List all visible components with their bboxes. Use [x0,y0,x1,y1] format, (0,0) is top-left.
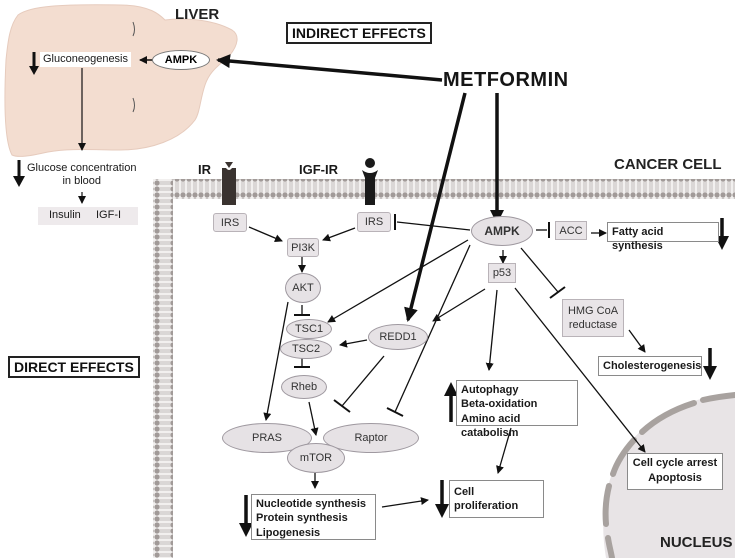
nucleotide-synthesis-label: Nucleotide synthesis [256,498,367,510]
igf-label: IGF-I [96,209,122,221]
cell-membrane-top [162,179,735,199]
protein-synthesis-label: Protein synthesis [256,512,348,525]
cell-cycle-arrest-box: Cell cycle arrest Apoptosis [627,453,723,490]
glucose-concentration-label: Glucose concentration in blood [27,162,136,187]
liver-fissure [132,97,135,113]
synthesis-box: Nucleotide synthesis Protein synthesis L… [251,494,376,540]
gluconeogenesis-label: Gluconeogenesis [40,52,132,67]
redd1-inhibits-raptor-line [341,355,385,407]
pi3k-label: PI3K [291,241,315,254]
redd1-to-tsc2-arrow [339,339,368,348]
ampk-to-tsc1-arrow [327,239,469,323]
p53-to-autophagy-arrow [485,289,498,371]
tsc1-label: TSC1 [294,323,324,335]
inhibition-bar [386,407,404,417]
akt-label: AKT [292,282,314,294]
fatty-acid-synthesis-box: Fatty acid synthesis [607,222,719,252]
tsc1-node: TSC1 [286,319,332,339]
hmg-line2: reductase [568,319,618,331]
ampk-inhibits-irs-line [396,221,471,231]
cell-cycle-arrest-label: Cell cycle arrest [632,457,718,469]
mtor-label: mTOR [299,452,333,464]
ampk-inhibits-raptor-line [394,244,471,413]
ir-label: IR [198,162,211,177]
synthesis-to-proliferation-arrow [381,497,429,508]
p53-to-cell-cycle-arrow [514,287,646,453]
down-arrow-icon [435,480,449,518]
irs-right-label: IRS [364,216,384,228]
down-arrow-icon [13,160,25,187]
irs-to-pi3k-arrow [248,226,283,242]
beta-oxidation-label: Beta-oxidation [461,398,538,411]
irs-right-node: IRS [357,212,391,232]
acc-label: ACC [559,224,583,237]
rheb-node: Rheb [281,375,327,399]
liver-shape [4,4,238,157]
liver-ampk-node: AMPK [152,50,210,70]
down-arrow-icon [29,52,39,75]
igf-ir-receptor-icon [362,158,378,205]
irs-left-label: IRS [220,216,240,229]
cancer-cell-label: CANCER CELL [614,156,722,173]
cell-proliferation-box: Cell proliferation [449,480,544,518]
liver-fissure [132,21,135,37]
hmg-to-cholesterogenesis-arrow [628,329,646,353]
ampk-inhibits-hmg-line [520,247,559,293]
indirect-effects-label: INDIRECT EFFECTS [286,22,432,44]
akt-to-pras-arrow [263,301,289,421]
p53-label: p53 [492,267,512,279]
apoptosis-label: Apoptosis [648,471,702,484]
redd1-label: REDD1 [379,331,417,343]
up-arrow-icon [444,382,458,422]
down-arrow-icon [703,348,717,380]
metformin-label: METFORMIN [443,69,569,91]
pras-node: PRAS [222,423,312,453]
inhibition-bar [333,399,351,413]
autophagy-box: Autophagy Beta-oxidation Amino acid cata… [456,380,578,439]
tsc2-node: TSC2 [280,339,332,359]
p53-node: p53 [488,263,516,283]
amino-acid-catabolism-label: Amino acid catabolism [461,412,521,439]
nuclear-envelope [602,392,735,558]
redd1-node: REDD1 [368,324,428,350]
glucose-line2: in blood [62,174,101,187]
hormone-levels-box [38,207,138,225]
raptor-label: Raptor [354,432,388,444]
down-arrow-icon [239,495,253,537]
cholesterogenesis-box: Cholesterogenesis [598,356,702,376]
rheb-to-mtor-arrow [308,401,319,436]
pi3k-node: PI3K [287,238,319,257]
autophagy-to-proliferation-arrow [496,427,512,474]
liver-ampk-label: AMPK [164,54,198,66]
hmg-coa-reductase-node: HMG CoA reductase [562,299,624,337]
liver-title: LIVER [175,6,220,23]
tsc2-label: TSC2 [291,343,321,355]
p53-to-redd1-arrow [432,288,486,322]
rheb-label: Rheb [290,381,318,393]
autophagy-label: Autophagy [461,384,519,396]
ampk-label: AMPK [484,224,520,238]
acc-node: ACC [555,221,587,240]
nucleus-label: NUCLEUS [660,534,733,551]
direct-effects-label: DIRECT EFFECTS [8,356,140,378]
ampk-node: AMPK [471,216,533,246]
irs-to-pi3k-arrow [322,227,356,242]
insulin-label: Insulin [49,209,81,221]
akt-node: AKT [285,273,321,303]
pras-label: PRAS [252,432,282,444]
ir-receptor-icon [222,162,236,205]
lipogenesis-label: Lipogenesis [256,526,321,539]
mtor-node: mTOR [287,443,345,473]
cell-membrane-left [153,179,173,558]
glucose-line1: Glucose concentration [27,162,137,174]
irs-left-node: IRS [213,213,247,232]
metformin-to-redd1-arrow [404,92,467,322]
inhibition-bar [549,286,566,299]
hmg-line1: HMG CoA [567,304,619,317]
igf-ir-label: IGF-IR [299,162,338,177]
metformin-to-liver-ampk-arrow [216,54,443,82]
